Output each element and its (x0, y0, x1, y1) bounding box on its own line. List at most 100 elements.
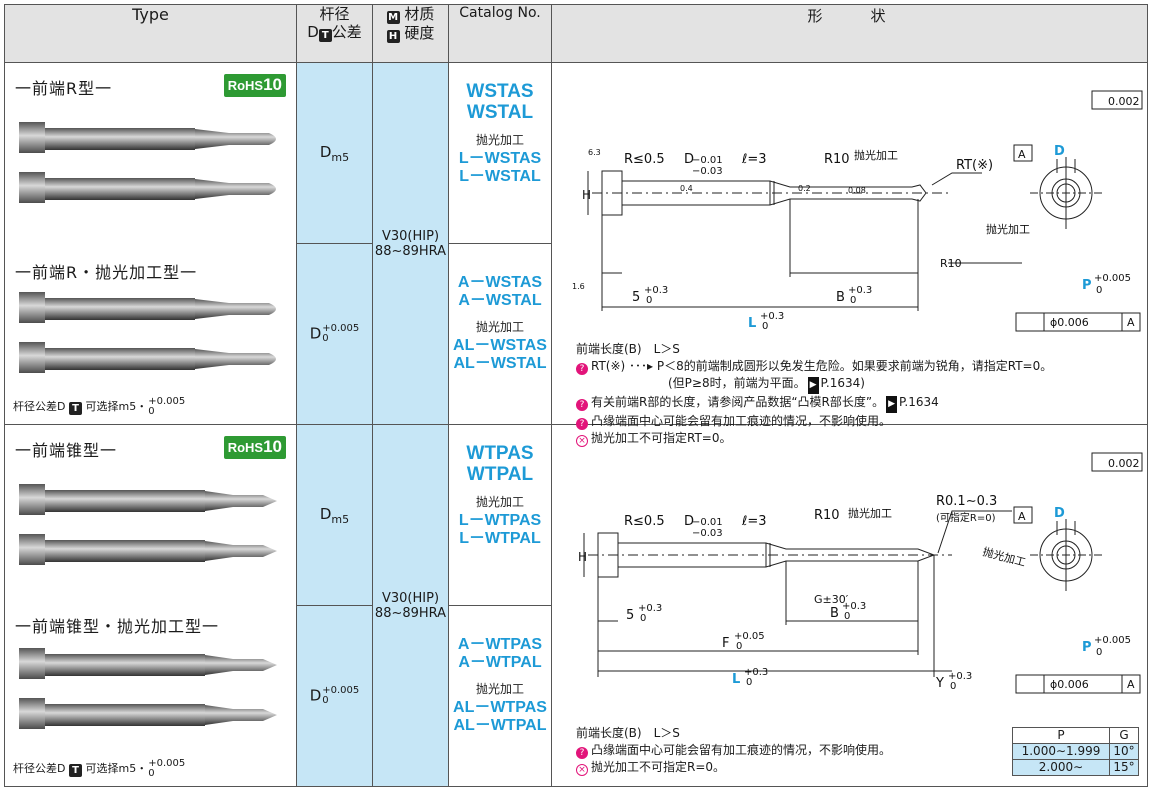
svg-text:抛光加工: 抛光加工 (986, 222, 1030, 236)
svg-text:Y: Y (935, 676, 944, 691)
punch-image-t3 (19, 648, 277, 679)
material-cell: V30(HIP)88~89HRA (372, 424, 449, 787)
punch-image-t1 (19, 484, 277, 515)
svg-text:A: A (1018, 148, 1026, 161)
svg-text:L: L (748, 316, 756, 331)
punch-image-r1 (19, 122, 276, 153)
svg-text:抛光加工: 抛光加工 (854, 148, 898, 162)
svg-text:B: B (836, 290, 845, 305)
svg-text:0: 0 (646, 295, 652, 306)
svg-text:0: 0 (736, 641, 742, 652)
svg-text:0: 0 (640, 613, 646, 624)
svg-text:+0.3: +0.3 (644, 285, 668, 296)
svg-text:P: P (1082, 278, 1092, 293)
svg-text:ϕ0.006: ϕ0.006 (1050, 316, 1089, 329)
svg-text:+0.3: +0.3 (848, 285, 872, 296)
punch-image-r4 (19, 342, 276, 373)
svg-text:P: P (1082, 640, 1092, 655)
svg-text:+0.005: +0.005 (1094, 635, 1131, 646)
svg-text:R0.1∼0.3: R0.1∼0.3 (936, 494, 997, 509)
type-label-polish: 一前端锥型・抛光加工型一 (15, 617, 220, 636)
svg-text:0: 0 (762, 321, 768, 332)
svg-text:D: D (684, 152, 694, 167)
rohs-badge: RoHS10 (223, 74, 286, 97)
dia-m5-cell: Dm5 (296, 424, 373, 606)
svg-text:(可指定R=0): (可指定R=0) (936, 511, 996, 524)
svg-text:−0.03: −0.03 (692, 528, 723, 539)
svg-text:H: H (582, 188, 591, 202)
svg-text:D: D (684, 514, 694, 529)
svg-text:0.2: 0.2 (798, 184, 811, 193)
svg-text:R10: R10 (824, 152, 850, 167)
svg-text:0: 0 (850, 295, 856, 306)
svg-text:ϕ0.006: ϕ0.006 (1050, 678, 1089, 691)
dia-m5-cell: Dm5 (296, 62, 373, 244)
svg-text:D: D (1054, 144, 1065, 159)
type-label-polish: 一前端R・抛光加工型一 (15, 263, 198, 282)
header-catalog-no: Catalog No. (448, 4, 552, 63)
drawing-taper: R≤0.5 D −0.01 −0.03 ℓ=3 R10 抛光加工 R0.1∼0.… (578, 452, 1143, 694)
svg-text:D: D (1054, 506, 1065, 521)
prohibit-icon: × (576, 764, 588, 776)
svg-text:+0.3: +0.3 (744, 667, 768, 678)
svg-text:5: 5 (632, 290, 640, 305)
svg-text:F: F (722, 636, 729, 651)
svg-text:A: A (1018, 510, 1026, 523)
punch-image-t2 (19, 534, 277, 565)
svg-text:0.002: 0.002 (1108, 457, 1140, 470)
h-square-icon: H (386, 30, 400, 43)
svg-text:RT(※): RT(※) (956, 158, 993, 173)
svg-text:6.3: 6.3 (588, 148, 601, 157)
svg-text:+0.005: +0.005 (1094, 273, 1131, 284)
svg-text:+0.3: +0.3 (948, 671, 972, 682)
page-ref-icon: ▶ (807, 377, 819, 394)
svg-text:G±30′: G±30′ (814, 593, 849, 606)
header-type: Type (4, 4, 297, 63)
type-cell-r: 一前端R型一 RoHS10 一前端R・抛光加工型一 杆径公差D T 可选择m5・… (4, 62, 297, 425)
svg-text:抛光加工: 抛光加工 (848, 506, 892, 520)
t-square-icon: T (68, 764, 82, 777)
notes-taper: 前端长度(B) L＞S ?凸缘端面中心可能会留有加工痕迹的情况，不影响使用。 ×… (576, 726, 892, 776)
svg-text:−0.01: −0.01 (692, 517, 723, 528)
svg-text:+0.05: +0.05 (734, 631, 765, 642)
svg-text:0: 0 (1096, 647, 1102, 658)
svg-text:0: 0 (746, 677, 752, 688)
svg-text:+0.3: +0.3 (760, 311, 784, 322)
t-square-icon: T (318, 29, 332, 42)
svg-text:+0.3: +0.3 (842, 601, 866, 612)
page-ref-icon: ▶ (886, 396, 898, 413)
type-label: 一前端R型一 (15, 79, 113, 98)
punch-image-r2 (19, 172, 276, 203)
svg-text:5: 5 (626, 608, 634, 623)
svg-text:L: L (732, 672, 740, 687)
svg-text:R≤0.5: R≤0.5 (624, 514, 665, 529)
hint-icon: ? (576, 399, 588, 411)
svg-text:−0.01: −0.01 (692, 155, 723, 166)
type-label: 一前端锥型一 (15, 441, 118, 460)
hint-icon: ? (576, 747, 588, 759)
svg-text:B: B (830, 606, 839, 621)
svg-text:ℓ=3: ℓ=3 (741, 514, 767, 529)
svg-text:抛光加工: 抛光加工 (981, 544, 1027, 569)
type-cell-taper: 一前端锥型一 RoHS10 一前端锥型・抛光加工型一 杆径公差D T 可选择m5… (4, 424, 297, 787)
svg-text:0.08: 0.08 (848, 186, 866, 195)
t-square-icon: T (68, 402, 82, 415)
m-square-icon: M (386, 11, 400, 24)
svg-text:0: 0 (844, 611, 850, 622)
svg-text:0: 0 (950, 681, 956, 692)
svg-text:ℓ=3: ℓ=3 (741, 152, 767, 167)
svg-text:R10: R10 (940, 257, 962, 270)
svg-text:−0.03: −0.03 (692, 166, 723, 177)
shape-cell-r: R≤0.5 −0.01 D −0.03 ℓ=3 R10 抛光加工 RT(※) 抛… (551, 62, 1148, 447)
svg-text:H: H (578, 550, 587, 564)
